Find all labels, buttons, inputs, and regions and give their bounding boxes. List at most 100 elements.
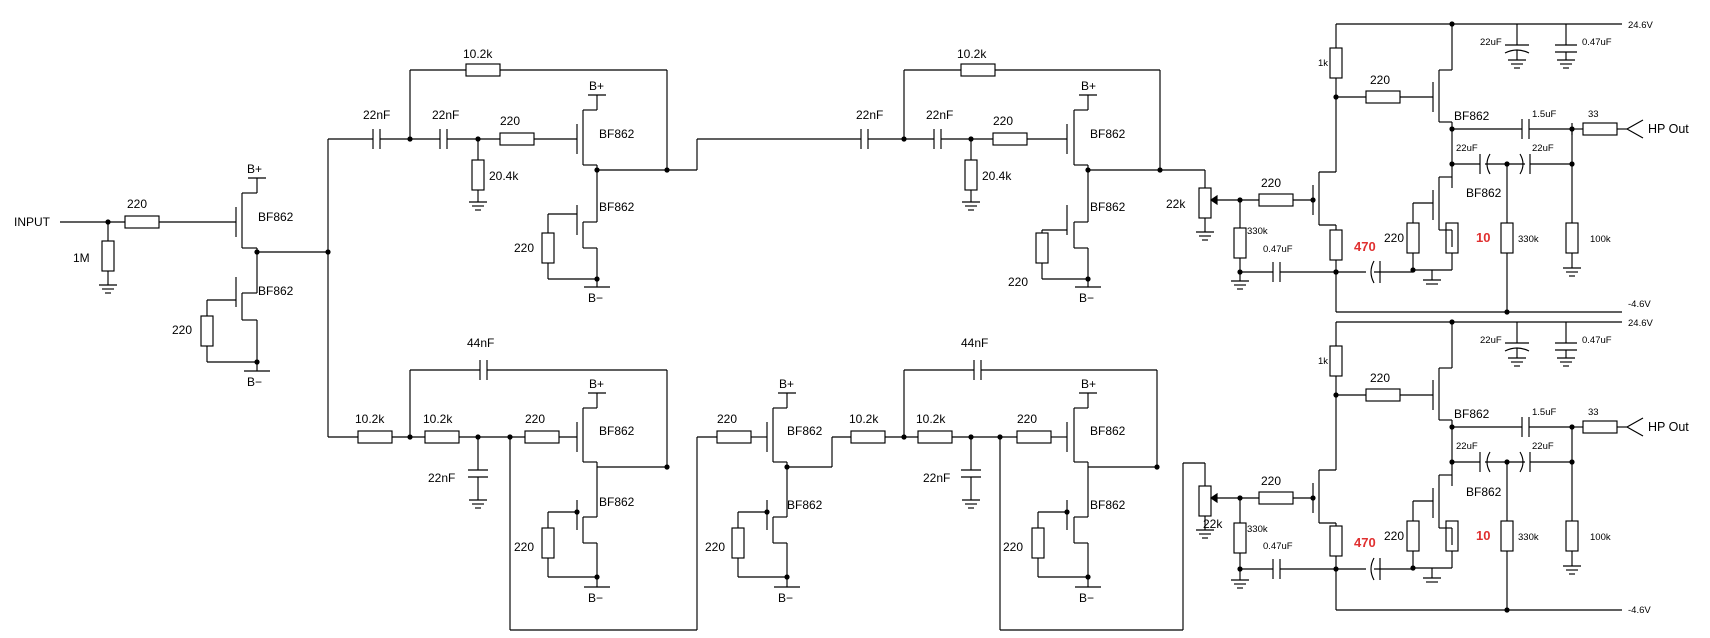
lower-filter-2: 10.2k 10.2k 220 22nF 44nF B+ BF862 BF862… [832, 336, 1206, 631]
input-label: INPUT [14, 215, 51, 229]
out-top-220b-label: 220 [1384, 231, 1404, 245]
volume-pot-top-label: 22k [1166, 197, 1186, 211]
lf1-source-res-label: 220 [514, 540, 534, 554]
buf-source-res-label: 220 [705, 540, 725, 554]
out-bot-gate-res-label: 220 [1261, 474, 1281, 488]
lf2-res2-label: 10.2k [916, 412, 946, 426]
input-bplus-label: B+ [247, 162, 262, 176]
out-top-fet3-label: BF862 [1466, 186, 1502, 200]
rail-neg-bottom-label: -4.6V [1628, 605, 1651, 616]
uf2-fet-upper-label: BF862 [1090, 127, 1126, 141]
lf2-gate-res-label: 220 [1017, 412, 1037, 426]
uf1-fet-upper-label: BF862 [599, 127, 635, 141]
out-bot-1k-label: 1k [1318, 356, 1328, 367]
input-resistor-label: 220 [127, 197, 147, 211]
uf1-cap2-label: 22nF [432, 108, 459, 122]
hp-out-top-label: HP Out [1648, 122, 1689, 136]
rail-top-22uf-label: 22uF [1480, 37, 1502, 48]
out-bot-470-label: 470 [1354, 535, 1376, 550]
out-bot-22uf-a-label: 22uF [1456, 441, 1478, 452]
lf2-fet-upper-label: BF862 [1090, 424, 1126, 438]
out-top-15uf-label: 1.5uF [1532, 109, 1556, 120]
input-bminus-label: B− [247, 375, 262, 389]
buf-fet-upper-label: BF862 [787, 424, 823, 438]
uf2-gate-res-label: 220 [993, 114, 1013, 128]
buf-gate-res-label: 220 [717, 412, 737, 426]
out-top-22uf-b-label: 22uF [1532, 143, 1554, 154]
out-top-10-label: 10 [1476, 230, 1490, 245]
lf2-source-res-label: 220 [1003, 540, 1023, 554]
lf2-cap-label: 22nF [923, 471, 950, 485]
rail-bot-047uf-label: 0.47uF [1582, 335, 1612, 346]
volume-pot-top [1198, 187, 1212, 219]
uf1-shunt-label: 20.4k [489, 169, 519, 183]
input-fet-lower-label: BF862 [258, 284, 294, 298]
rail-neg-top-label: -4.6V [1628, 299, 1651, 310]
out-bot-220b-label: 220 [1384, 529, 1404, 543]
lf2-bplus-label: B+ [1081, 377, 1096, 391]
buf-bminus-label: B− [778, 591, 793, 605]
input-fet-upper-label: BF862 [258, 210, 294, 224]
buf-fet-lower-label: BF862 [787, 498, 823, 512]
out-bot-100k-label: 100k [1590, 532, 1611, 543]
lf1-bplus-label: B+ [589, 377, 604, 391]
rail-pos-top-label: 24.6V [1628, 20, 1653, 31]
output-amp-top: 22k 220 330k 0.47uF 470 1k 220 BF862 1.5… [1166, 20, 1689, 315]
lf2-feedback-cap-label: 44nF [961, 336, 988, 350]
lower-filter-1: 10.2k 10.2k 220 22nF 44nF B+ BF862 BF862… [328, 336, 698, 631]
uf1-cap1-label: 22nF [363, 108, 390, 122]
lf1-res2-label: 10.2k [423, 412, 453, 426]
out-bot-33-label: 33 [1588, 407, 1599, 418]
out-bot-22uf-b-label: 22uF [1532, 441, 1554, 452]
lf1-fet-upper-label: BF862 [599, 424, 635, 438]
input-resistor [124, 215, 160, 229]
uf2-bminus-label: B− [1079, 291, 1094, 305]
lf1-fet-lower-label: BF862 [599, 495, 635, 509]
lf1-gate-res-label: 220 [525, 412, 545, 426]
out-bot-10-label: 10 [1476, 528, 1490, 543]
upper-filter-2: 22nF 22nF 220 20.4k 10.2k B+ BF862 BF862… [697, 47, 1206, 305]
volume-pot-bottom [1198, 485, 1212, 517]
uf1-gate-res-label: 220 [500, 114, 520, 128]
lf2-bminus-label: B− [1079, 591, 1094, 605]
uf1-bminus-label: B− [588, 291, 603, 305]
out-top-gate-res-label: 220 [1261, 176, 1281, 190]
volume-pot-bottom-label: 22k [1203, 517, 1223, 531]
input-source-res-label: 220 [172, 323, 192, 337]
rail-pos-bottom-label: 24.6V [1628, 318, 1653, 329]
uf2-fet-lower-label: BF862 [1090, 200, 1126, 214]
out-bot-220-label: 220 [1370, 371, 1390, 385]
upper-filter-1: 22nF 22nF 220 20.4k 10.2k B+ BF862 BF862… [328, 47, 698, 305]
input-1m-label: 1M [73, 251, 90, 265]
out-bot-fet2-label: BF862 [1454, 407, 1490, 421]
uf1-fet-lower-label: BF862 [599, 200, 635, 214]
uf1-feedback-label: 10.2k [463, 47, 493, 61]
out-bot-330k-label: 330k [1247, 524, 1268, 535]
rail-top-047uf-label: 0.47uF [1582, 37, 1612, 48]
buffer-stage: 220 B+ BF862 BF862 220 B− [697, 377, 833, 605]
out-top-330k-label: 330k [1247, 226, 1268, 237]
out-top-220-label: 220 [1370, 73, 1390, 87]
uf2-shunt-label: 20.4k [982, 169, 1012, 183]
lf1-bminus-label: B− [588, 591, 603, 605]
out-top-fet2-label: BF862 [1454, 109, 1490, 123]
input-stage: INPUT 220 1M B+ BF862 BF862 220 B− [14, 139, 331, 437]
uf2-cap2-label: 22nF [926, 108, 953, 122]
uf2-feedback-label: 10.2k [957, 47, 987, 61]
lf2-res1-label: 10.2k [849, 412, 879, 426]
out-bot-15uf-label: 1.5uF [1532, 407, 1556, 418]
hp-out-bottom-label: HP Out [1648, 420, 1689, 434]
out-bot-coupling-label: 0.47uF [1263, 541, 1293, 552]
buf-bplus-label: B+ [779, 377, 794, 391]
lf1-feedback-cap-label: 44nF [467, 336, 494, 350]
uf2-bplus-label: B+ [1081, 79, 1096, 93]
rail-bot-22uf-label: 22uF [1480, 335, 1502, 346]
out-top-330k-b-label: 330k [1518, 234, 1539, 245]
uf1-bplus-label: B+ [589, 79, 604, 93]
lf2-fet-lower-label: BF862 [1090, 498, 1126, 512]
out-top-1k-label: 1k [1318, 58, 1328, 69]
lf1-res1-label: 10.2k [355, 412, 385, 426]
uf2-cap1-label: 22nF [856, 108, 883, 122]
uf1-source-res-label: 220 [514, 241, 534, 255]
